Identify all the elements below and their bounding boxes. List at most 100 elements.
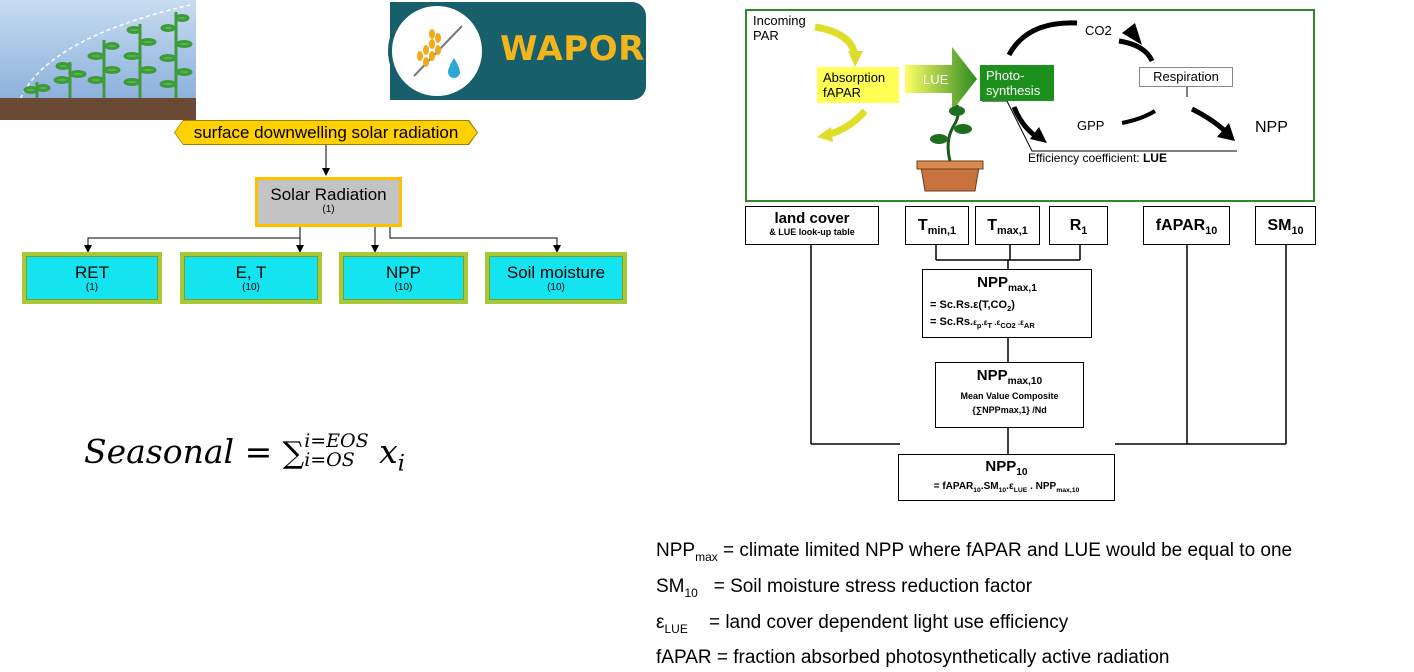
lue-arrow-label: LUE (923, 72, 949, 87)
nppmax10-sub: max,10 (1007, 376, 1043, 387)
npp-label: NPP (1255, 119, 1288, 136)
solar-radiation-title: Solar Radiation (270, 185, 387, 204)
tmax-box: Tmax,1 (975, 206, 1040, 245)
nppmax10-line1: Mean Value Composite (960, 391, 1059, 401)
output-sub: (1) (85, 282, 99, 293)
output-sub: (10) (547, 282, 565, 293)
legend-text: = fraction absorbed photosynthetically a… (711, 647, 1170, 669)
efficiency-value: LUE (1142, 151, 1167, 165)
formula-lhs: Seasonal (84, 432, 235, 471)
fapar10-box: fAPAR10 (1143, 206, 1230, 245)
tmax-label: T (987, 217, 997, 234)
fapar10-sub: 10 (1205, 225, 1218, 238)
tmin-box: Tmin,1 (905, 206, 969, 245)
npp10-label: NPP (985, 458, 1017, 475)
photo-label-2: synthesis (986, 83, 1041, 98)
photo-label-1: Photo- (986, 68, 1025, 83)
nppmax10-box: NPPmax,10 Mean Value Composite {∑NPPmax,… (935, 362, 1084, 428)
wapor-logo-emblem (388, 2, 486, 100)
legend-symbol-sub: 10 (684, 585, 698, 600)
sm10-sub: 10 (1291, 225, 1304, 238)
photosynthesis-box: Photo- synthesis (980, 65, 1054, 101)
legend-text: = climate limited NPP where fAPAR and LU… (717, 540, 1293, 561)
output-sub: (10) (394, 282, 413, 293)
legend-text: = land cover dependent light use efficie… (687, 611, 1069, 633)
wapor-logo-text: WAPOR (500, 29, 645, 69)
legend-item-nppmax: NPPmax = climate limited NPP where fAPAR… (656, 536, 1292, 572)
eq1-a: = Sc.Rs.ε(T,CO (930, 299, 1008, 311)
gpp-label: GPP (1077, 118, 1105, 133)
npp10-title: NPP10 (899, 458, 1114, 478)
legend-symbol: ε (656, 611, 665, 633)
legend-item-sm10: SM10 = Soil moisture stress reduction fa… (656, 572, 1292, 608)
npp10-eq: = fAPAR10.SM10.εLUE . NPPmax,10 (899, 481, 1114, 494)
npp10-b: .SM (980, 481, 999, 492)
land-cover-sub-label: & LUE look-up table (769, 227, 855, 237)
npp10-d-sub: max,10 (1056, 487, 1080, 494)
npp10-a: = fAPAR (933, 481, 974, 492)
nppmax1-sub: max,1 (1007, 283, 1037, 294)
nppmax1-label: NPP (977, 274, 1008, 291)
solar-radiation-source-label: surface downwelling solar radiation (175, 121, 477, 144)
legend-symbol: NPP (656, 540, 696, 561)
tmax-sub: max,1 (996, 225, 1028, 238)
output-title: NPP (386, 263, 421, 282)
r-label: R (1069, 217, 1082, 234)
solar-radiation-sub: (1) (322, 204, 335, 215)
tmin-label: T (917, 217, 928, 234)
respiration-label: Respiration (1153, 69, 1219, 84)
legend-item-elue: εLUE = land cover dependent light use ef… (656, 608, 1292, 644)
nppmax10-label: NPP (976, 367, 1008, 384)
photosynthesis-panel: Incoming PAR Absorption fAPAR LUE Photo-… (745, 9, 1315, 202)
solar-radiation-box: Solar Radiation (1) (255, 177, 402, 227)
eq1-b: ) (1011, 299, 1015, 311)
incoming-label: Incoming (753, 13, 806, 28)
output-box-et: E, T (10) (180, 252, 322, 304)
eq2-e: .ε (1015, 318, 1024, 328)
flowchart-connectors (810, 244, 1287, 454)
output-title: RET (75, 263, 109, 282)
npp10-a-sub: 10 (973, 487, 981, 494)
nppmax1-box: NPPmax,1 = Sc.Rs.ε(T,CO2) = Sc.Rs.εp.εT … (922, 269, 1092, 338)
absorption-label: Absorption (823, 70, 886, 85)
npp10-box: NPP10 = fAPAR10.SM10.εLUE . NPPmax,10 (898, 454, 1115, 501)
eq2-d-sub: CO2 (1000, 321, 1016, 331)
land-cover-box: land cover & LUE look-up table (745, 206, 879, 245)
left-flow-connectors (84, 145, 561, 253)
formula-term-sub: i (397, 450, 405, 477)
nppmax1-eq2: = Sc.Rs.εp.εT .εCO2 .εAR (930, 316, 1091, 330)
legend-symbol-sub: max (695, 549, 718, 564)
photosynthesis-arrows (814, 20, 1237, 192)
eq2-c-sub: T (987, 321, 993, 331)
co2-label: CO2 (1085, 23, 1112, 38)
nppmax10-line2: {∑NPPmax,1} /Nd (972, 405, 1047, 415)
eq2-d: .ε (992, 318, 1001, 328)
solar-radiation-source-shape: surface downwelling solar radiation (174, 120, 478, 145)
sm10-label: SM (1267, 217, 1292, 234)
output-box-npp: NPP (10) (339, 252, 468, 304)
formula-term: x (379, 432, 398, 471)
wapor-logo: WAPOR (388, 2, 646, 100)
nppmax1-eq1: = Sc.Rs.ε(T,CO2) (930, 299, 1091, 313)
npp10-sub: 10 (1016, 467, 1028, 478)
eq2-a: = Sc.Rs. (930, 316, 974, 329)
formula-lower: i=OS (304, 449, 355, 471)
crop-growth-image (0, 0, 196, 120)
r-box: R1 (1049, 206, 1108, 245)
fapar10-label: fAPAR (1155, 217, 1206, 234)
respiration-box: Respiration (1139, 67, 1233, 87)
output-title: E, T (235, 263, 267, 282)
tmin-sub: min,1 (927, 225, 957, 238)
eq2-b: ε (973, 318, 977, 328)
eq2-c: .ε (981, 318, 988, 328)
r-sub: 1 (1081, 225, 1088, 238)
formula-upper: i=EOS (304, 430, 369, 452)
output-box-soil-moisture: Soil moisture (10) (485, 252, 627, 304)
formula-sum-symbol: ∑ (282, 436, 305, 471)
absorption-box: Absorption fAPAR (817, 67, 899, 103)
output-sub: (10) (242, 282, 260, 293)
efficiency-text: Efficiency coefficient: (1028, 151, 1140, 165)
npp10-c: .ε (1006, 481, 1014, 492)
npp10-b-sub: 10 (998, 487, 1007, 494)
